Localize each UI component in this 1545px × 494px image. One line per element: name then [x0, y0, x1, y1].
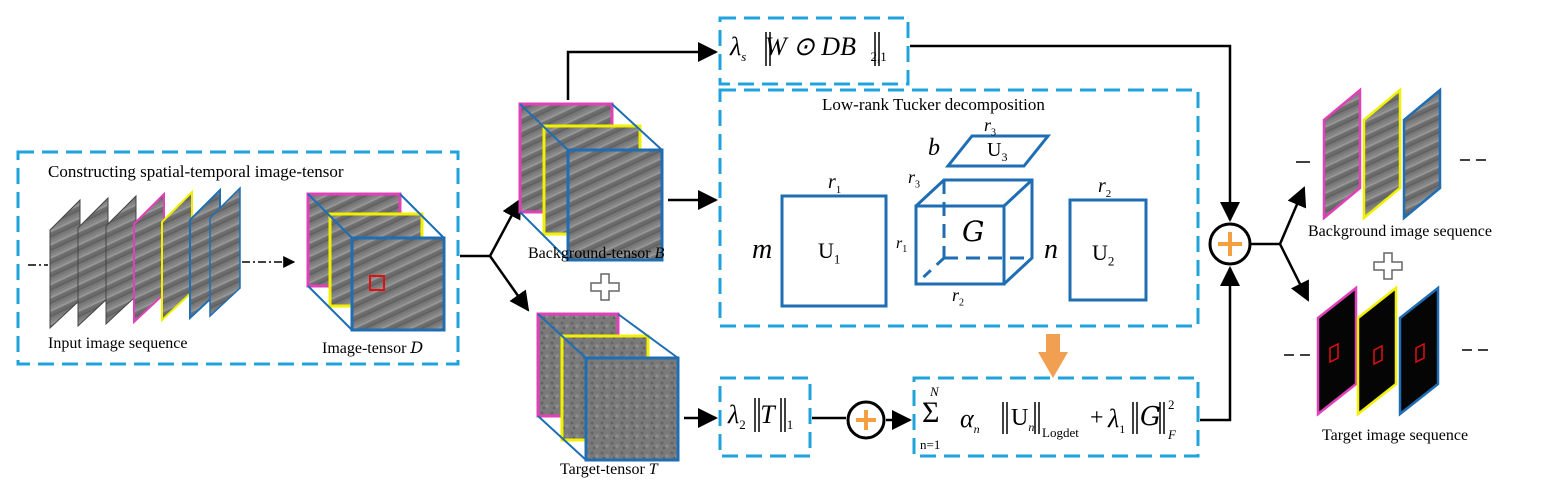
r3-core-label: r3 — [908, 167, 921, 191]
r2-core-label: r2 — [952, 285, 965, 309]
logdet-subscript: Logdet — [1042, 425, 1079, 440]
dim-n-label: n — [1044, 234, 1058, 265]
r1-core-label: r1 — [896, 235, 908, 256]
target-reg-formula: λ2 T 1 — [728, 400, 794, 433]
lowrank-reg-dashed-box — [912, 376, 1200, 458]
plus-sign-left — [590, 273, 620, 301]
target-reg-dashed-box — [718, 376, 812, 458]
target-sequence-label: Target image sequence — [1322, 427, 1469, 444]
dim-m-label: m — [752, 234, 773, 265]
input-frame-2 — [77, 196, 109, 328]
background-tensor-label: Background-tensor B — [528, 245, 665, 262]
frobenius-sub: F — [1168, 427, 1176, 442]
target-tensor-label: Target-tensor T — [560, 461, 658, 478]
construct-dashed-box — [16, 150, 460, 366]
core-G-label: G — [962, 215, 985, 248]
target-red-box — [369, 275, 385, 291]
target-reg-norm-bars — [754, 398, 786, 432]
spatial-reg-dashed-box — [718, 16, 910, 86]
lambda-1: λ1 — [1108, 404, 1126, 437]
input-sequence-label: Input image sequence — [48, 335, 188, 352]
core-tensor-G — [914, 178, 1034, 286]
sum-lower-limit: n=1 — [920, 437, 941, 452]
sum-symbol: Σ — [922, 396, 940, 429]
U1-matrix — [780, 194, 888, 308]
image-tensor-label: Image-tensor D — [322, 338, 424, 357]
orange-down-arrow — [1038, 334, 1068, 378]
spatial-reg-norm-bars — [765, 32, 880, 66]
input-frame-3 — [105, 194, 137, 326]
plus-term: + — [1090, 405, 1104, 431]
alpha-n: αn — [960, 404, 980, 437]
lowrank-reg-norm-bars — [1002, 402, 1165, 434]
r1-top-label: r1 — [828, 171, 842, 196]
tucker-dashed-box — [718, 88, 1200, 328]
circle-plus-middle — [846, 400, 886, 440]
r3-top-label: r3 — [984, 115, 997, 139]
spatial-reg-formula: λs W ⊙ DB 2,1 — [730, 32, 887, 65]
input-frame-5 — [161, 189, 193, 323]
r2-top-label: r2 — [1098, 175, 1112, 200]
U2-matrix — [1068, 198, 1148, 302]
U3-matrix — [944, 134, 1052, 168]
frobenius-sup: 2 — [1168, 397, 1175, 412]
tucker-title: Low-rank Tucker decomposition — [822, 95, 1045, 114]
circle-plus-right — [1208, 222, 1252, 266]
target-tensor-cube — [536, 312, 680, 462]
background-sequence-label: Background image sequence — [1308, 223, 1492, 240]
input-frame-4 — [133, 191, 165, 325]
background-output-sequence — [1296, 87, 1490, 221]
G-norm: G — [1140, 402, 1161, 432]
input-image-sequence — [28, 186, 296, 330]
construct-title: Constructing spatial-temporal image-tens… — [48, 162, 344, 181]
target-red-box-2 — [1373, 344, 1383, 366]
input-frame-7 — [209, 186, 241, 318]
target-red-box-1 — [1329, 342, 1339, 364]
target-red-box-3 — [1415, 342, 1425, 364]
image-tensor-cube — [306, 192, 446, 332]
U2-label: U2 — [1092, 240, 1115, 269]
U-n: Un — [1011, 405, 1035, 434]
U3-label: U3 — [987, 139, 1008, 164]
input-frame-1 — [49, 198, 81, 330]
target-output-sequence — [1284, 285, 1494, 417]
U1-label: U1 — [818, 238, 841, 267]
sum-upper-limit: N — [930, 384, 939, 399]
plus-sign-right — [1373, 252, 1403, 280]
background-tensor-cube — [518, 102, 664, 262]
dim-b-label: b — [928, 135, 940, 161]
